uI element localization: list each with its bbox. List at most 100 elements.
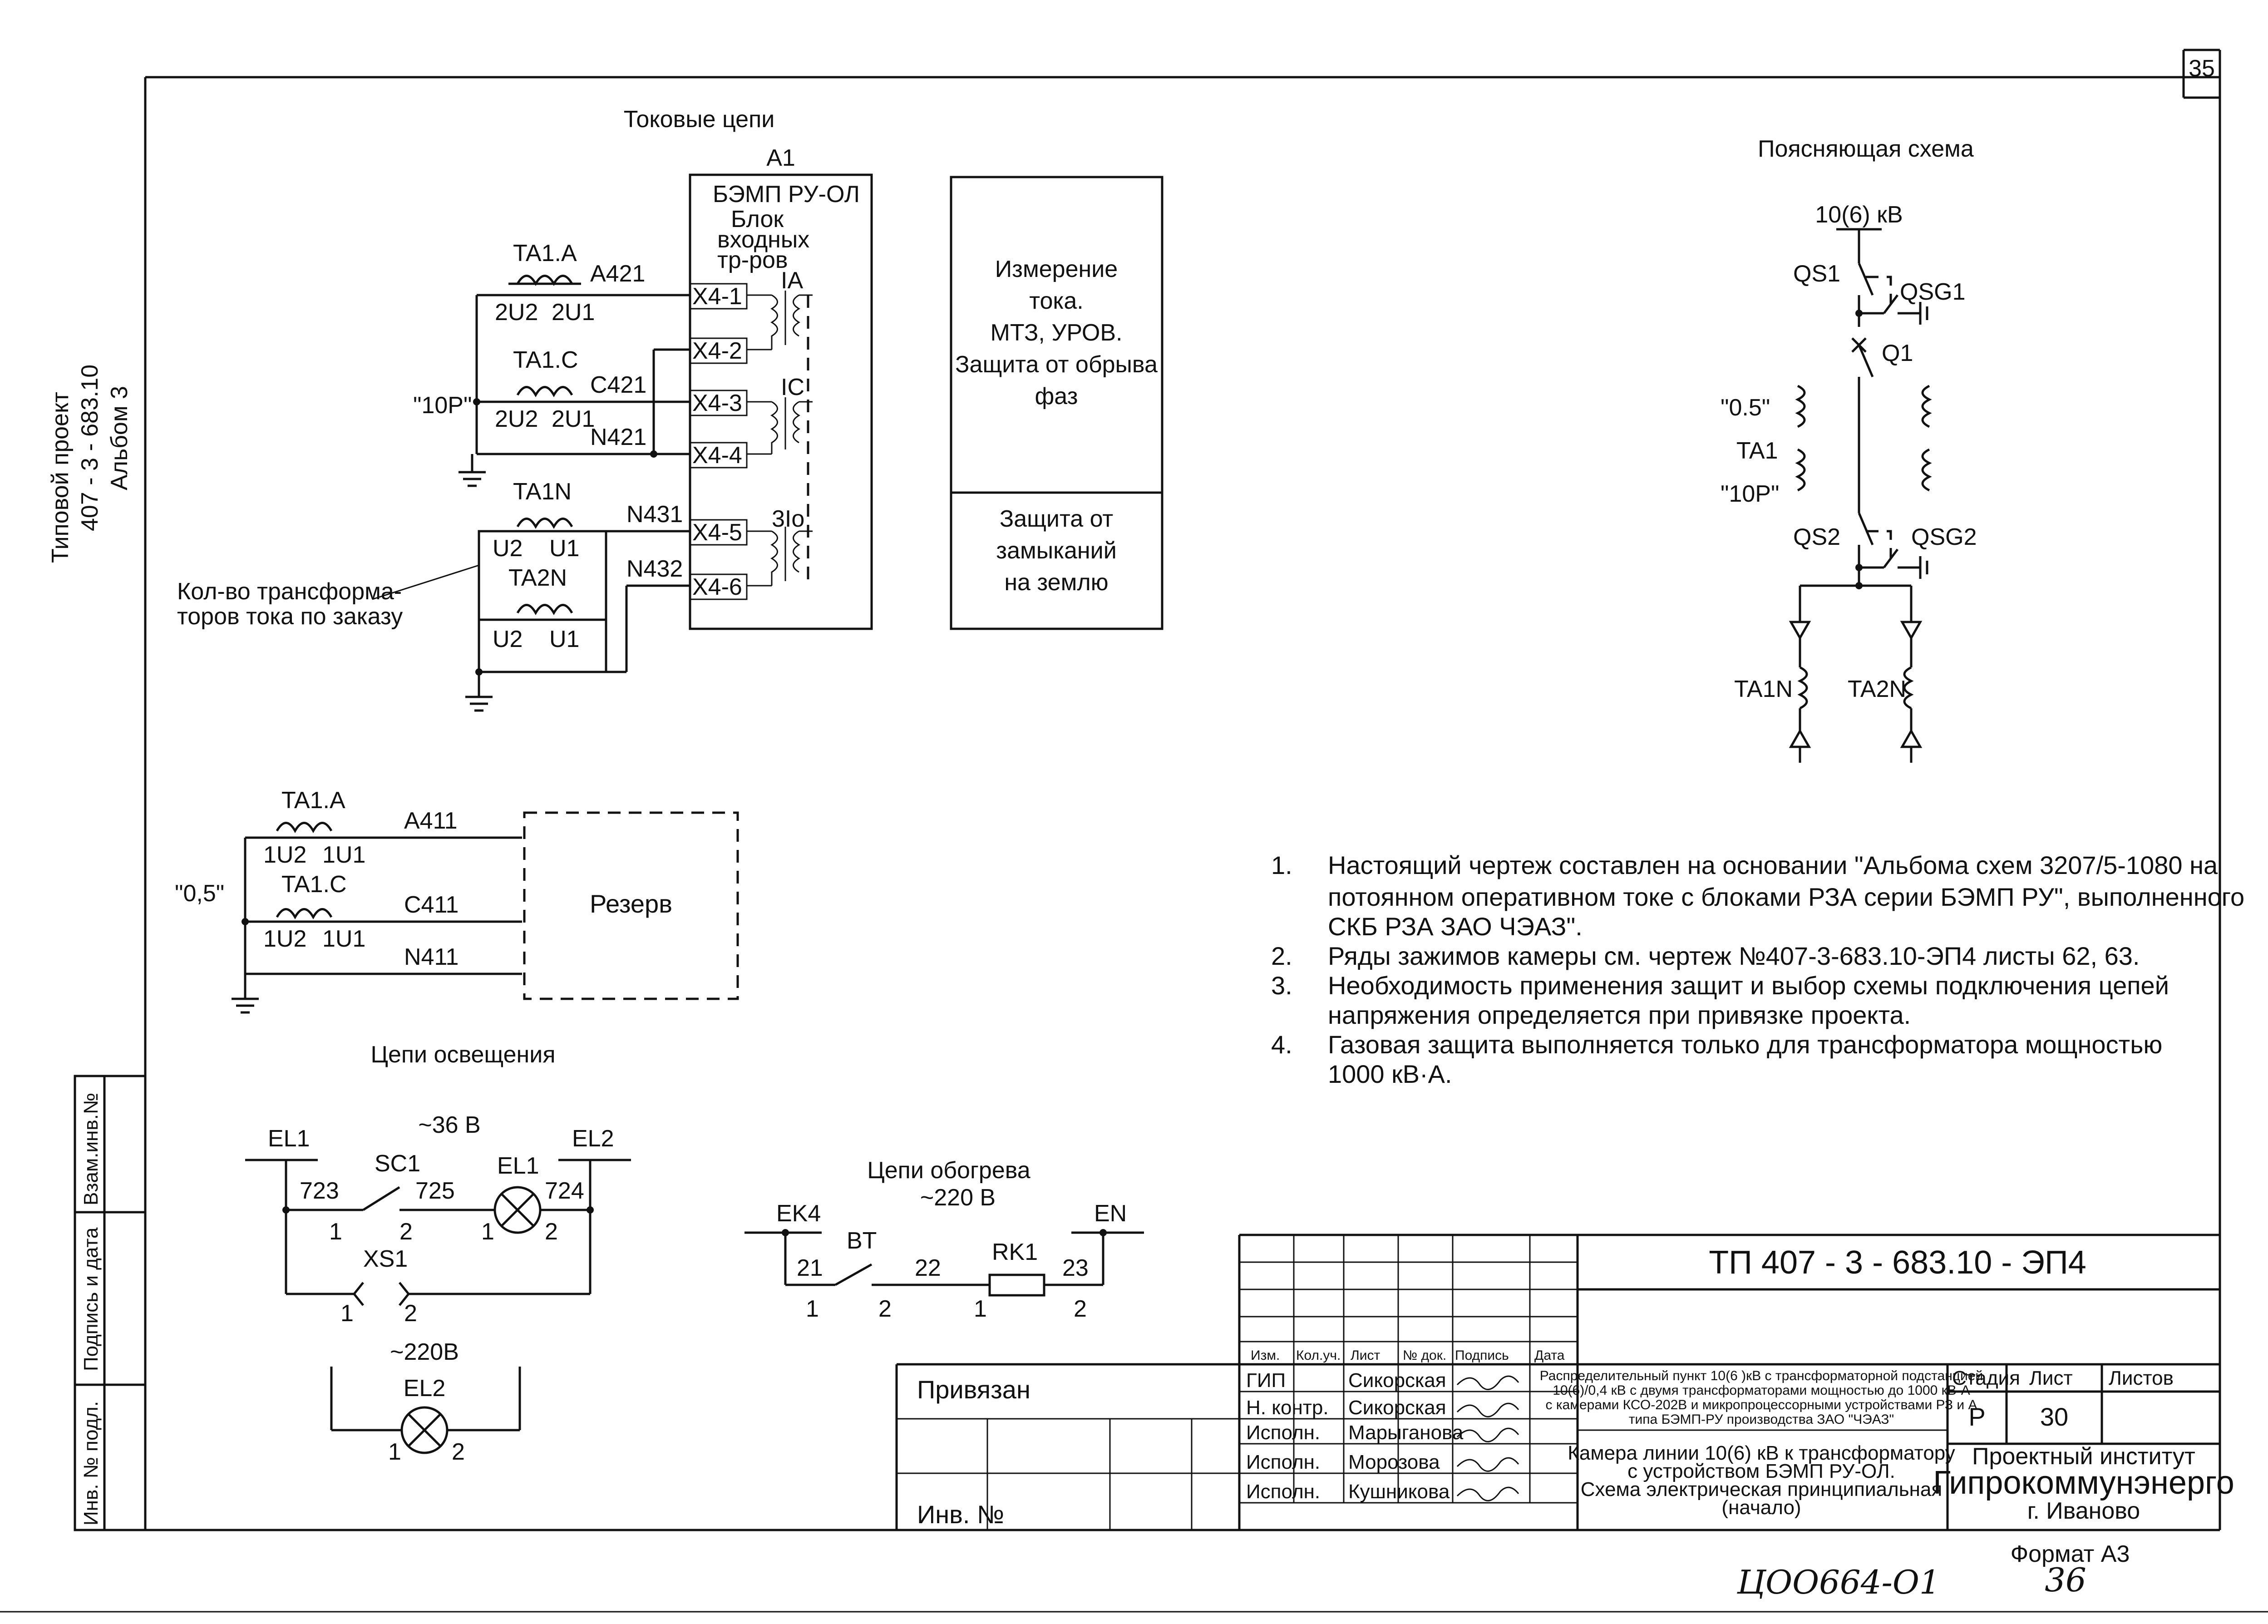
ta1c-2u1: 2U1	[552, 406, 595, 432]
label-ta1: TA1	[1736, 438, 1778, 464]
note-4-line-2: 1000 кВ·А.	[1328, 1060, 1452, 1088]
note-1-line-3: СКБ РЗА ЗАО ЧЭАЗ".	[1328, 912, 1583, 941]
hdr-list: Лист	[1351, 1348, 1380, 1363]
object-line-4: типа БЭМП-РУ производства ЗАО "ЧЭАЗ"	[1629, 1412, 1894, 1427]
lighting-circuit: Цепи освещения ~36 В EL1 EL2 SC1 EL1 723…	[245, 1042, 631, 1465]
coil-ic: IC	[781, 374, 804, 400]
terminal-group: X4-1 X4-2 X4-3 X4-4 X4-5 X4-6	[689, 283, 748, 600]
wire-c421: C421	[590, 372, 646, 398]
label-qs1: QS1	[1793, 261, 1840, 287]
coil-ia: IA	[781, 267, 803, 294]
wire-n432: N432	[626, 556, 683, 582]
ta1c-label: TA1.C	[513, 347, 578, 373]
lighting-el2-bus: EL2	[572, 1125, 614, 1152]
internal-coils: IA IC 3Io	[747, 267, 813, 587]
name-1: Сикорская	[1348, 1369, 1446, 1392]
role-ispoln-1: Исполн.	[1246, 1422, 1320, 1444]
label-10p: "10P"	[413, 392, 472, 419]
reserve-ta1c: TA1.C	[281, 871, 347, 898]
lists-header: Листов	[2109, 1367, 2174, 1389]
lighting-220v: ~220В	[390, 1339, 459, 1365]
ta1c-transformer: TA1.C 2U2 2U1 C421 N421 "10P"	[413, 347, 690, 450]
list-header: Лист	[2029, 1367, 2073, 1389]
wire-n411: N411	[404, 944, 459, 970]
func-bottom-2: замыканий	[996, 538, 1117, 564]
func-top-4: Защита от обрыва	[955, 351, 1158, 378]
wire-723: 723	[300, 1178, 339, 1204]
hdr-kol: Кол.уч.	[1296, 1348, 1341, 1363]
block-line-4: тр-ров	[717, 247, 788, 273]
reserve-c-1u2: 1U2	[263, 926, 306, 952]
wire-724: 724	[545, 1178, 584, 1204]
el1-pin-2: 2	[545, 1219, 558, 1245]
label-05: "0.5"	[1721, 395, 1770, 421]
signatures	[1456, 1375, 1519, 1501]
role-ispoln-2: Исполн.	[1246, 1451, 1320, 1473]
wire-c411: C411	[404, 892, 459, 918]
object-line-1: Распределительный пункт 10(6 )кВ с транс…	[1540, 1368, 1983, 1383]
object-line-2: 10(6)/0,4 кВ с двумя трансформаторами мо…	[1553, 1383, 1970, 1398]
reserve-a-1u1: 1U1	[322, 842, 365, 868]
voltage-10kv: 10(6) кВ	[1815, 202, 1903, 228]
rk1-pin-2: 2	[1074, 1296, 1087, 1322]
notes-block: 1. Настоящий чертеж составлен на основан…	[1271, 851, 2244, 1088]
format-a3: Формат А3	[2011, 1541, 2130, 1567]
terminal-x4-1: X4-1	[692, 283, 742, 310]
ta1n-ta2n: TA1N U2 U1 TA2N U2 U1 N431 N432	[465, 479, 690, 712]
privyazan-label: Привязан	[917, 1375, 1030, 1404]
sheetname-line-1: Камера линии 10(6) кВ к трансформатору	[1568, 1442, 1955, 1464]
current-circuits: Токовые цепи A1 БЭМП РУ-ОЛ Блок входных …	[177, 106, 873, 712]
ta1n-u1: U1	[549, 535, 579, 562]
role-gip: ГИП	[1246, 1369, 1286, 1392]
reserve-c-1u1: 1U1	[322, 926, 365, 952]
ta1n-label: TA1N	[513, 479, 572, 505]
el2-pin-1: 1	[388, 1439, 401, 1465]
el1-pin-1: 1	[481, 1219, 494, 1245]
func-top-3: МТЗ, УРОВ.	[991, 320, 1123, 346]
func-bottom-3: на землю	[1004, 569, 1108, 596]
note-3-line-1: Необходимость применения защит и выбор с…	[1328, 971, 2169, 1000]
note-3-num: 3.	[1271, 971, 1292, 1000]
func-top-5: фаз	[1035, 383, 1078, 410]
role-ispoln-3: Исполн.	[1246, 1481, 1320, 1503]
lighting-el1-bus: EL1	[268, 1125, 310, 1152]
wire-n421: N421	[590, 424, 646, 450]
heating-bt: BT	[847, 1228, 877, 1254]
hdr-podpis: Подпись	[1455, 1348, 1509, 1363]
cell-vzam-inv: Взам.инв.№	[80, 1093, 102, 1205]
handwritten-page: 36	[2045, 1561, 2086, 1599]
wire-a411: A411	[404, 808, 458, 834]
org-line-2: Гипрокоммунэнерго	[1933, 1465, 2234, 1501]
lighting-sc1: SC1	[375, 1150, 420, 1177]
side-project-line-2: 407 - 3 - 683.10	[77, 365, 103, 531]
xs1-pin-2: 2	[404, 1300, 417, 1327]
func-top-2: тока.	[1029, 288, 1083, 314]
label-qsg2: QSG2	[1911, 524, 1977, 550]
label-10p-expl: "10P"	[1721, 481, 1779, 507]
title-block: Изм. Кол.уч. Лист № док. Подпись Дата ГИ…	[895, 1234, 2234, 1530]
wire-23: 23	[1062, 1255, 1089, 1281]
block-line-3: входных	[717, 227, 809, 253]
func-top-1: Измерение	[995, 256, 1118, 282]
heating-voltage: ~220 В	[920, 1185, 996, 1211]
terminal-x4-5: X4-5	[692, 519, 742, 546]
ta1a-transformer: TA1.A 2U2 2U1 A421	[477, 240, 690, 326]
func-bottom-1: Защита от	[1000, 506, 1113, 532]
ta1c-2u2: 2U2	[495, 406, 538, 432]
coil-3io: 3Io	[772, 506, 804, 532]
object-line-3: с камерами КСО-202В и микропроцессорными…	[1546, 1397, 1977, 1412]
reserve-ta1a: TA1.A	[281, 787, 345, 814]
name-3: Марыганова	[1348, 1422, 1464, 1444]
note-4-line-1: Газовая защита выполняется только для тр…	[1328, 1030, 2162, 1059]
list-value: 30	[2040, 1402, 2068, 1431]
note-1-line-2: потоянном оперативном токе с блоками РЗА…	[1328, 883, 2244, 911]
side-project-line-3: Альбом 3	[106, 386, 133, 490]
note-3-line-2: напряжения определяется при привязке про…	[1328, 1001, 1911, 1029]
page-number: 35	[2189, 55, 2215, 82]
rk1-pin-1: 1	[974, 1296, 987, 1322]
reserve-box-label: Резерв	[590, 889, 672, 918]
cell-inv-podl: Инв. № подл.	[80, 1401, 102, 1525]
terminal-x4-2: X4-2	[692, 338, 742, 364]
footer: Формат А3 ЦОО664-О1 36	[0, 1541, 2268, 1613]
